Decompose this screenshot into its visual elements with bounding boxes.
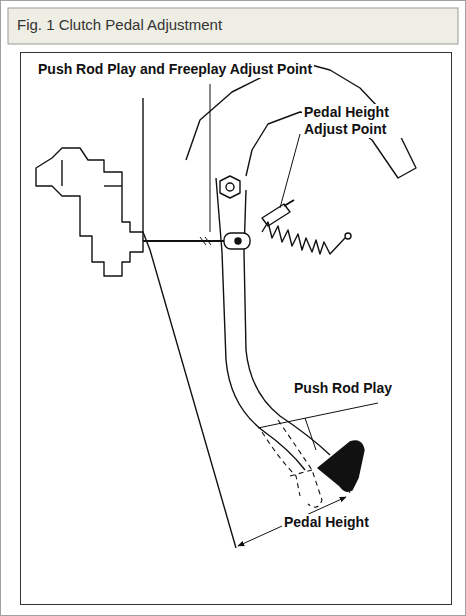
dimension-label: Push Rod Play: [292, 380, 394, 397]
adjust-point-label: Pedal Height Adjust Point: [302, 104, 418, 138]
pivot-bolt: [220, 176, 240, 198]
pedal-depressed-outline: [290, 470, 312, 476]
leader-line: [210, 84, 211, 232]
leader-line: [280, 134, 300, 208]
title-bar: [8, 8, 458, 44]
extension-line: [305, 418, 316, 450]
figure-title: Fig. 1 Clutch Pedal Adjustment: [17, 16, 222, 34]
return-spring: [262, 222, 345, 254]
cylinder-line: [104, 185, 122, 186]
pivot-bolt: [226, 183, 234, 191]
adjust-point-label: Push Rod Play and Freeplay Adjust Point: [36, 61, 314, 78]
reservoir-cap: [61, 160, 62, 186]
firewall-line: [143, 98, 236, 548]
adjust-bolt: [284, 200, 294, 206]
dimension-line: [258, 403, 378, 428]
pedal-depressed-outline: [278, 420, 322, 507]
clevis: [224, 233, 250, 249]
lock-nut: [205, 237, 211, 245]
extension-line: [344, 480, 350, 493]
pedal-arm: [216, 178, 305, 470]
pedal-pad: [318, 441, 364, 491]
lock-nut: [200, 237, 206, 245]
clevis-pin: [235, 238, 241, 244]
figure-frame: [21, 53, 452, 605]
spring-hook: [345, 233, 351, 239]
master-cylinder: [36, 148, 143, 276]
pedal-depressed-outline: [262, 432, 300, 496]
adjust-bolt: [262, 204, 290, 226]
dimension-label: Pedal Height: [282, 514, 371, 531]
push-rod: [143, 240, 224, 242]
